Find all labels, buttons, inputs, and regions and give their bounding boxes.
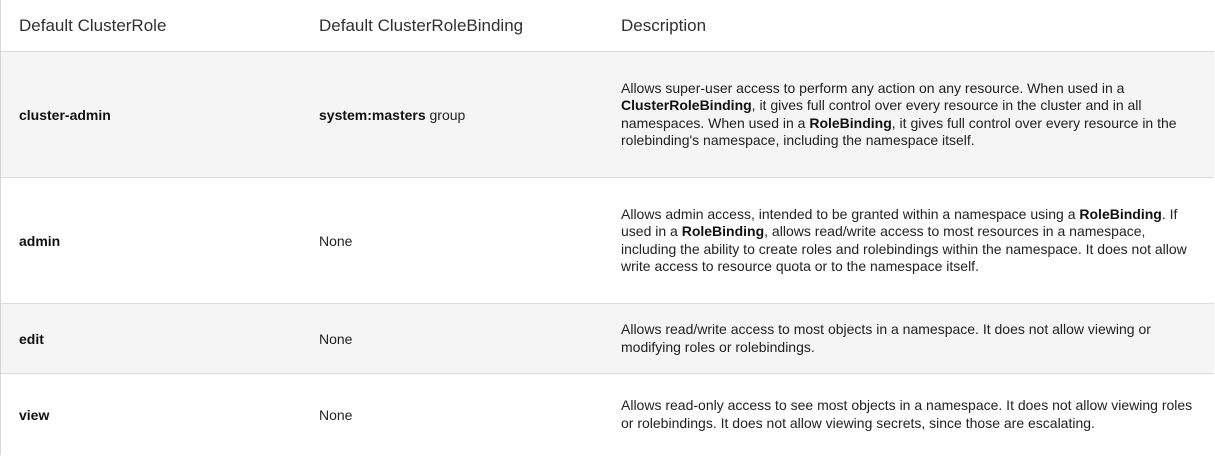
description-segment: , it gives full control over every resou… (621, 114, 1177, 149)
description-segment: Allows admin access, intended to be gran… (621, 205, 1080, 222)
table-row: cluster-admin system:masters group Allow… (1, 51, 1214, 177)
description-segment: , it gives full control over every resou… (621, 97, 1142, 131)
role-name: edit (19, 330, 44, 347)
description-cell: Allows admin access, intended to be gran… (621, 178, 1201, 303)
binding-text: system:masters group (319, 107, 465, 123)
binding-cell: system:masters group (319, 52, 609, 177)
header-label: Default ClusterRole (19, 15, 167, 35)
binding-text: None (319, 232, 353, 249)
description-cell: Allows read/write access to most objects… (621, 304, 1201, 373)
description-text: Allows super-user access to perform any … (621, 80, 1201, 150)
header-cell-default-clusterrolebinding: Default ClusterRoleBinding (319, 0, 609, 51)
table-row: edit None Allows read/write access to mo… (1, 303, 1214, 373)
binding-bold: system:masters (319, 106, 426, 123)
role-cell: admin (19, 178, 309, 303)
role-cell: edit (19, 304, 309, 373)
table-header-row: Default ClusterRole Default ClusterRoleB… (1, 0, 1214, 51)
role-cell: view (19, 374, 309, 455)
description-text: Allows read-only access to see most obje… (621, 397, 1201, 432)
binding-cell: None (319, 178, 609, 303)
header-label: Default ClusterRoleBinding (319, 15, 524, 35)
header-label: Description (621, 15, 707, 35)
description-bold-term: ClusterRoleBinding (621, 97, 752, 113)
description-text: Allows read/write access to most objects… (621, 321, 1201, 356)
binding-cell: None (319, 304, 609, 373)
description-segment: Allows super-user access to perform any … (621, 79, 1125, 96)
description-text: Allows admin access, intended to be gran… (621, 206, 1201, 276)
description-cell: Allows read-only access to see most obje… (621, 374, 1201, 455)
role-name: admin (19, 232, 61, 249)
binding-cell: None (319, 374, 609, 455)
role-cell: cluster-admin (19, 52, 309, 177)
role-name: view (19, 406, 50, 423)
description-bold-term: RoleBinding (681, 223, 765, 239)
table-row: admin None Allows admin access, intended… (1, 177, 1214, 303)
binding-rest: group (425, 106, 466, 123)
header-cell-default-clusterrole: Default ClusterRole (19, 0, 309, 51)
description-segment: Allows read-only access to see most obje… (621, 397, 1193, 431)
description-bold-term: RoleBinding (1079, 205, 1162, 222)
description-segment: . If used in a (621, 205, 1178, 240)
description-bold-term: RoleBinding (809, 114, 892, 131)
header-cell-description: Description (621, 0, 1201, 51)
description-cell: Allows super-user access to perform any … (621, 52, 1201, 177)
table-row: view None Allows read-only access to see… (1, 373, 1214, 455)
binding-text: None (319, 406, 353, 423)
description-segment: , allows read/write access to most resou… (621, 223, 1187, 274)
role-name: cluster-admin (19, 106, 111, 123)
binding-text: None (319, 330, 353, 347)
description-segment: Allows read/write access to most objects… (621, 321, 1151, 355)
